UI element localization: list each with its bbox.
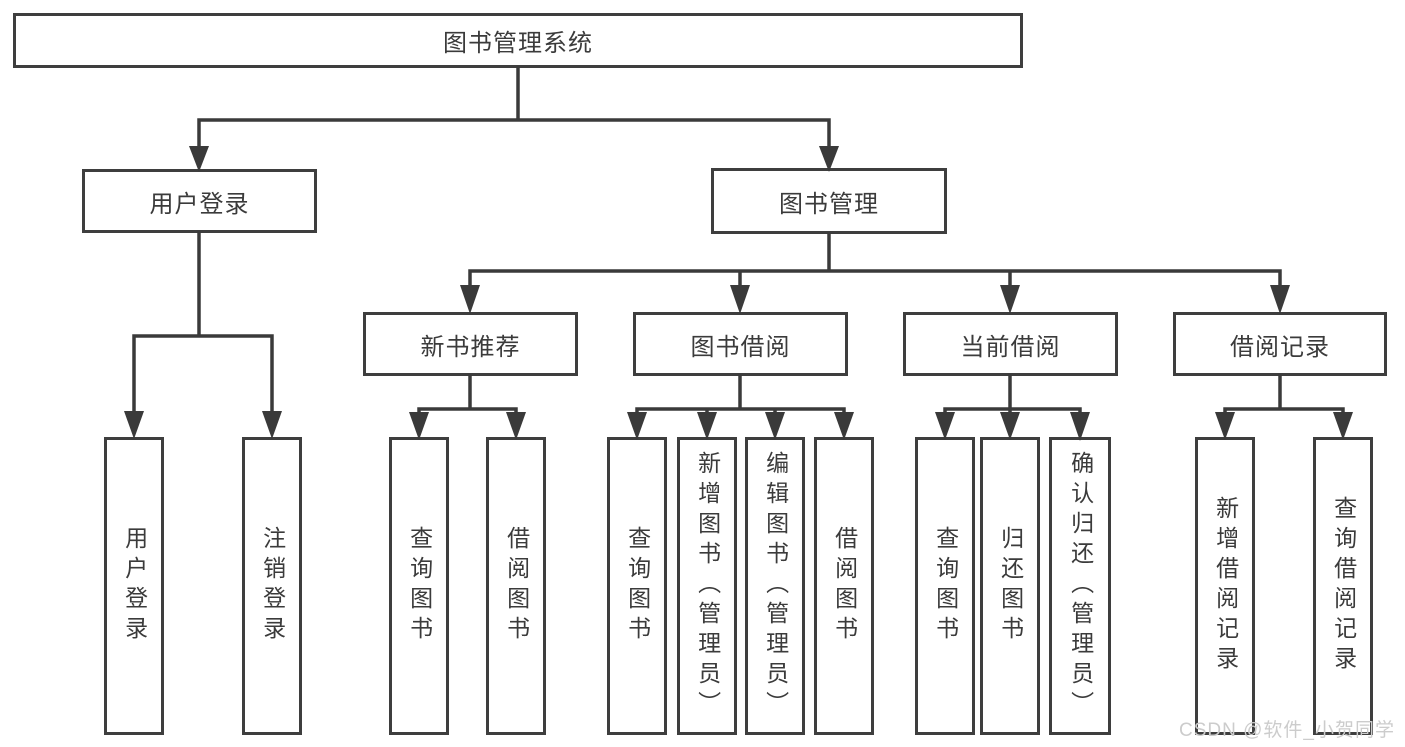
- node-leaf-confirm-return-admin-label: 确认归还（管理员）: [1067, 451, 1094, 721]
- node-leaf-query-books-1: 查询图书: [389, 437, 449, 735]
- node-leaf-query-books-3: 查询图书: [915, 437, 975, 735]
- node-leaf-borrow-books-2: 借阅图书: [814, 437, 874, 735]
- node-leaf-edit-book-admin: 编辑图书（管理员）: [745, 437, 805, 735]
- node-leaf-return-books-label: 归还图书: [997, 526, 1024, 646]
- node-leaf-query-books-3-label: 查询图书: [932, 526, 959, 646]
- node-root-label: 图书管理系统: [443, 30, 593, 57]
- node-leaf-query-borrow-record-label: 查询借阅记录: [1330, 496, 1357, 676]
- node-leaf-borrow-books-1: 借阅图书: [486, 437, 546, 735]
- node-leaf-return-books: 归还图书: [980, 437, 1040, 735]
- node-leaf-logout-label: 注销登录: [259, 526, 286, 646]
- node-leaf-add-book-admin: 新增图书（管理员）: [677, 437, 737, 735]
- node-leaf-logout: 注销登录: [242, 437, 302, 735]
- node-leaf-confirm-return-admin: 确认归还（管理员）: [1049, 437, 1111, 735]
- node-new-book-recommendation: 新书推荐: [363, 312, 578, 376]
- node-new-book-recommendation-label: 新书推荐: [420, 333, 521, 361]
- node-book-management: 图书管理: [711, 168, 947, 234]
- node-leaf-query-books-2: 查询图书: [607, 437, 667, 735]
- node-leaf-query-books-2-label: 查询图书: [624, 526, 651, 646]
- node-leaf-user-login: 用户登录: [104, 437, 164, 735]
- node-leaf-user-login-label: 用户登录: [121, 526, 148, 646]
- watermark: CSDN @软件_小贺同学: [1179, 720, 1395, 741]
- node-leaf-add-borrow-record-label: 新增借阅记录: [1212, 496, 1239, 676]
- node-leaf-borrow-books-2-label: 借阅图书: [831, 526, 858, 646]
- node-leaf-edit-book-admin-label: 编辑图书（管理员）: [762, 451, 789, 721]
- node-book-borrowing: 图书借阅: [633, 312, 848, 376]
- node-current-borrowing-label: 当前借阅: [960, 333, 1061, 361]
- node-book-management-label: 图书管理: [779, 190, 879, 218]
- node-leaf-add-book-admin-label: 新增图书（管理员）: [694, 451, 721, 721]
- node-current-borrowing: 当前借阅: [903, 312, 1118, 376]
- node-user-login-label: 用户登录: [149, 190, 250, 218]
- node-leaf-add-borrow-record: 新增借阅记录: [1195, 437, 1255, 735]
- node-leaf-query-books-1-label: 查询图书: [406, 526, 433, 646]
- node-borrowing-records-label: 借阅记录: [1230, 333, 1330, 361]
- node-leaf-query-borrow-record: 查询借阅记录: [1313, 437, 1373, 735]
- node-root: 图书管理系统: [13, 13, 1023, 68]
- node-user-login: 用户登录: [82, 169, 317, 233]
- node-book-borrowing-label: 图书借阅: [690, 333, 791, 361]
- node-leaf-borrow-books-1-label: 借阅图书: [503, 526, 530, 646]
- node-borrowing-records: 借阅记录: [1173, 312, 1387, 376]
